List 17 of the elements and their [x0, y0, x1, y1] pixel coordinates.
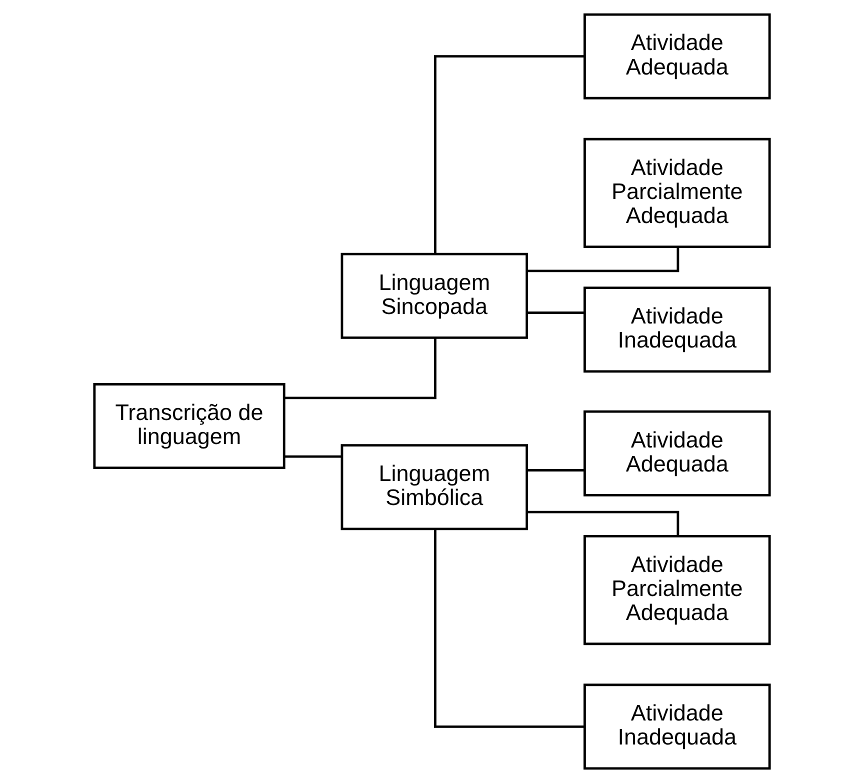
connector — [527, 510, 680, 536]
node-box: Atividade Adequada — [584, 13, 771, 100]
node-box: Linguagem Simbólica — [340, 444, 528, 530]
node-box: Atividade Parcialmente Adequada — [584, 534, 771, 646]
connector — [284, 338, 436, 400]
connector — [526, 469, 585, 472]
connector — [527, 247, 680, 272]
node-box: Atividade Inadequada — [584, 684, 771, 770]
node-box: Atividade Parcialmente Adequada — [584, 138, 771, 248]
connector — [284, 455, 342, 458]
connector — [434, 529, 584, 728]
connector — [526, 312, 585, 314]
connector — [434, 55, 584, 254]
node-box: Atividade Adequada — [584, 410, 771, 496]
node-box: Atividade Inadequada — [584, 286, 771, 373]
node-box: Linguagem Sincopada — [340, 252, 528, 339]
node-box: Transcrição de linguagem — [93, 383, 286, 470]
